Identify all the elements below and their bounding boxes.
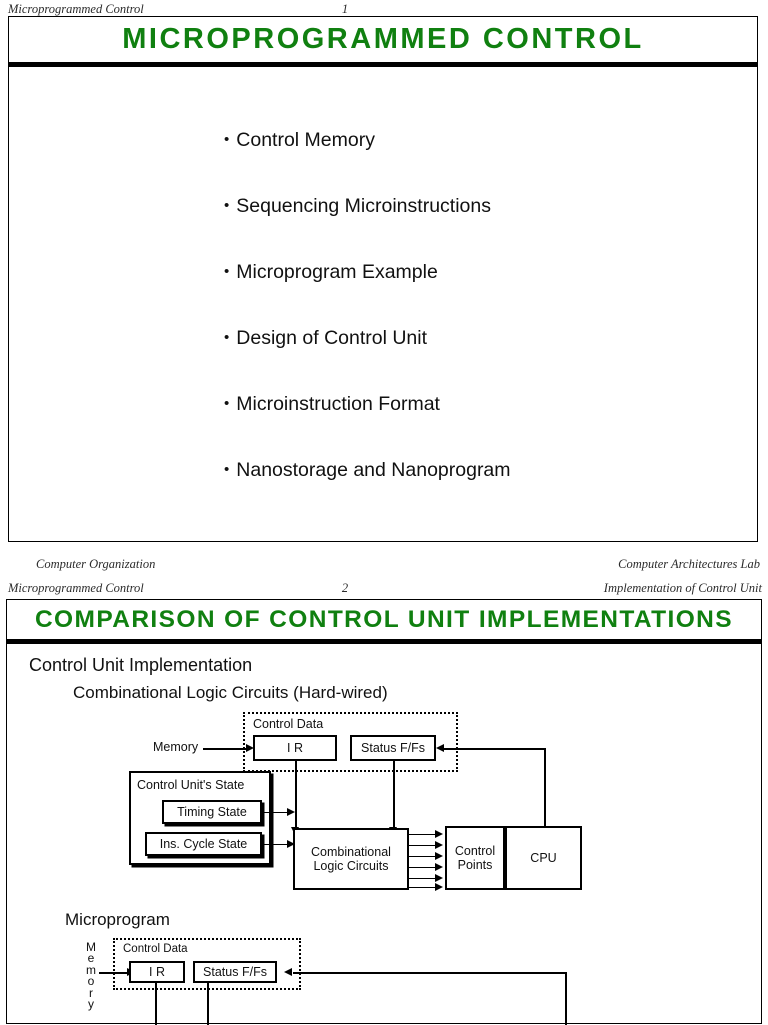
slide2-title: COMPARISON OF CONTROL UNIT IMPLEMENTATIO… (34, 605, 734, 633)
status-down-line-2 (207, 983, 209, 1025)
bullet-dot-icon: • (224, 263, 230, 280)
ir-box: I R (253, 735, 337, 761)
cpu-to-status-feedback-line-2 (293, 972, 567, 974)
section-heading: Control Unit Implementation (29, 655, 253, 675)
slide2-header-page-number: 2 (341, 581, 349, 595)
slide1-title: MICROPROGRAMMED CONTROL (122, 23, 644, 55)
slide1-frame: MICROPROGRAMMED CONTROL • Control Memory … (8, 16, 758, 542)
control-points-line2: Points (457, 858, 493, 872)
cpu-box: CPU (505, 826, 582, 890)
list-item: • Nanostorage and Nanoprogram (224, 459, 511, 482)
bus-arrowhead (435, 862, 443, 871)
memory-to-ir-arrowhead (246, 743, 254, 752)
status-feedback-arrowhead-2 (284, 967, 292, 976)
status-ffs-box: Status F/Fs (350, 735, 436, 761)
bullet-dot-icon: • (224, 197, 230, 214)
control-data-label-2: Control Data (123, 943, 188, 955)
slide1-bullet-list: • Control Memory • Sequencing Microinstruc… (224, 129, 511, 525)
ir-to-logic-line (295, 761, 297, 829)
status-to-logic-line (393, 761, 395, 829)
slide2-title-bar: COMPARISON OF CONTROL UNIT IMPLEMENTATIO… (7, 600, 761, 644)
bus-line (409, 867, 437, 868)
bus-arrowhead (435, 840, 443, 849)
cpu-feedback-vertical-line (544, 748, 546, 844)
bullet-dot-icon: • (224, 461, 230, 478)
bus-line (409, 887, 437, 888)
bus-arrowhead (435, 829, 443, 838)
slide1-title-bar: MICROPROGRAMMED CONTROL (9, 17, 757, 67)
slide2-header-right: Implementation of Control Unit (603, 581, 762, 595)
list-item-label: Control Memory (236, 129, 375, 151)
bullet-dot-icon: • (224, 395, 230, 412)
status-feedback-arrowhead (436, 743, 444, 752)
list-item-label: Nanostorage and Nanoprogram (236, 459, 511, 481)
cpu-feedback-vertical-line-2 (565, 972, 567, 1025)
ir-down-line-2 (155, 983, 157, 1025)
slide-2: Microprogrammed Control 2 Implementation… (0, 578, 768, 1025)
bus-line (409, 856, 437, 857)
ir-box-2: I R (129, 961, 185, 983)
control-unit-state-label: Control Unit's State (137, 778, 245, 792)
timing-state-to-logic-line (262, 812, 289, 813)
bus-line (409, 834, 437, 835)
list-item: • Control Memory (224, 129, 511, 152)
diagram-hardwired: Control Data Memory I R Status F/Fs Cont… (7, 600, 763, 900)
slide-1: Microprogrammed Control 1 MICROPROGRAMME… (8, 2, 760, 571)
list-item-label: Design of Control Unit (236, 327, 428, 349)
slide1-footer-left: Computer Organization (36, 557, 156, 571)
subsection-heading-hardwired: Combinational Logic Circuits (Hard-wired… (73, 683, 388, 702)
cpu-to-status-feedback-line (444, 748, 546, 750)
combinational-logic-line2: Logic Circuits (313, 859, 389, 873)
control-points-bus (409, 828, 445, 891)
control-data-dotted-enclosure (243, 712, 458, 772)
memory-to-ir-line (203, 748, 247, 750)
bullet-dot-icon: • (224, 329, 230, 346)
control-data-label: Control Data (253, 717, 324, 731)
list-item-label: Microprogram Example (236, 261, 438, 283)
list-item: • Design of Control Unit (224, 327, 511, 350)
control-points-box: Control Points (445, 826, 505, 890)
combinational-logic-line1: Combinational (311, 844, 391, 859)
status-ffs-box-2: Status F/Fs (193, 961, 277, 983)
slide1-footer-right: Computer Architectures Lab (618, 557, 760, 571)
bus-line (409, 845, 437, 846)
bus-arrowhead (435, 851, 443, 860)
list-item: • Microprogram Example (224, 261, 511, 284)
bus-arrowhead (435, 882, 443, 891)
memory-label: Memory (153, 740, 199, 754)
slide2-frame: COMPARISON OF CONTROL UNIT IMPLEMENTATIO… (6, 599, 763, 1025)
list-item: • Sequencing Microinstructions (224, 195, 511, 218)
list-item: • Microinstruction Format (224, 393, 511, 416)
memory-to-ir-line-2 (99, 972, 129, 974)
list-item-label: Sequencing Microinstructions (236, 195, 491, 217)
slide1-header-left: Microprogrammed Control (8, 2, 144, 16)
list-item-label: Microinstruction Format (236, 393, 440, 415)
timing-state-arrowhead (287, 807, 295, 816)
slide2-header-left: Microprogrammed Control (8, 581, 144, 595)
subsection-heading-microprogram: Microprogram (65, 910, 170, 929)
bus-arrowhead (435, 873, 443, 882)
timing-state-box: Timing State (162, 800, 262, 824)
combinational-logic-box: Combinational Logic Circuits (293, 828, 409, 890)
control-points-line1: Control (454, 843, 496, 858)
ins-cycle-arrowhead (287, 839, 295, 848)
bus-line (409, 878, 437, 879)
ins-cycle-to-logic-line (262, 844, 289, 845)
slide1-header-page-number: 1 (341, 2, 349, 16)
ins-cycle-state-box: Ins. Cycle State (145, 832, 262, 856)
bullet-dot-icon: • (224, 131, 230, 148)
